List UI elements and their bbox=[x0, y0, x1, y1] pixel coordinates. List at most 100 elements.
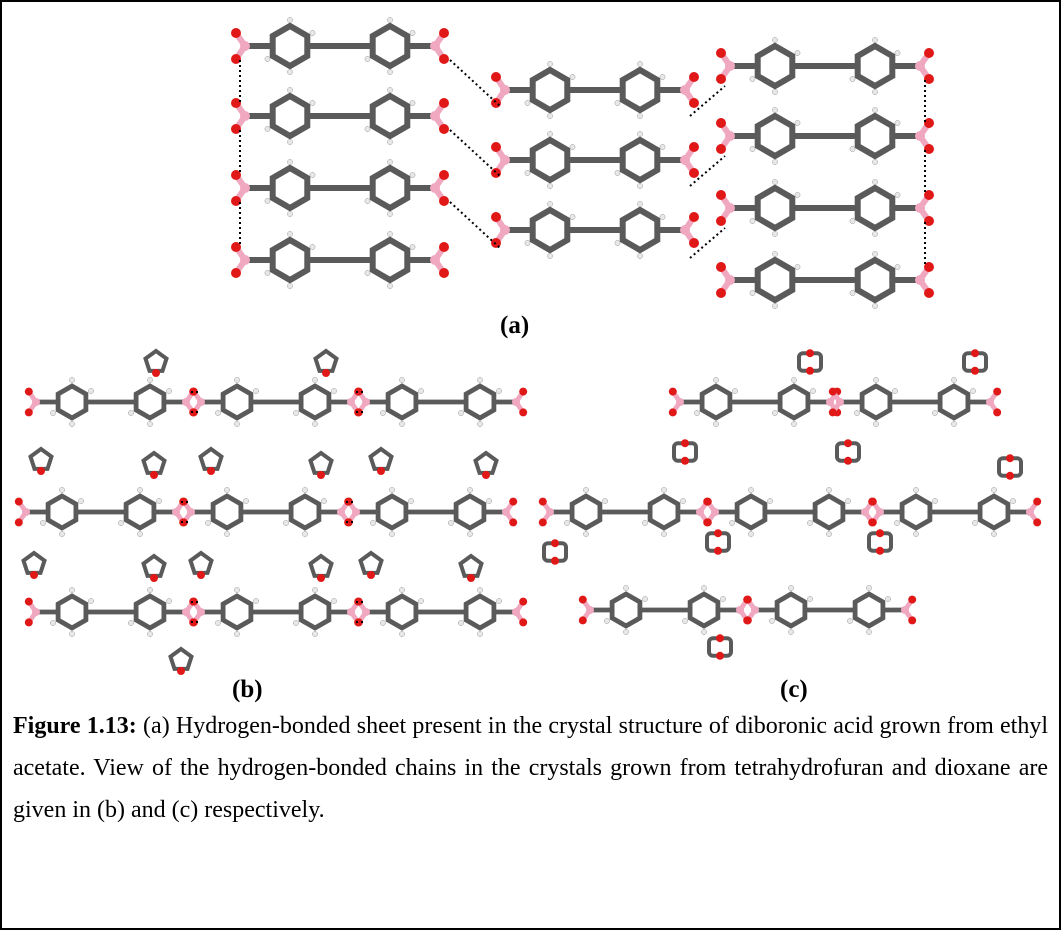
oxygen-atom bbox=[689, 72, 699, 82]
hydrogen-atom bbox=[118, 520, 124, 526]
oxygen-atom bbox=[467, 574, 475, 582]
benzene-ring bbox=[852, 591, 886, 629]
oxygen-atom bbox=[439, 196, 449, 206]
benzene-ring bbox=[619, 66, 661, 114]
benzene-ring bbox=[123, 493, 157, 531]
hydrogen-atom bbox=[50, 620, 56, 626]
benzene-ring bbox=[375, 493, 409, 531]
hydrogen-atom bbox=[826, 487, 832, 493]
hydrogen-atom bbox=[885, 596, 891, 602]
benzene-ring bbox=[754, 42, 796, 90]
benzene-ring bbox=[369, 164, 411, 212]
hydrogen-atom bbox=[732, 388, 738, 394]
oxygen-atom bbox=[924, 288, 934, 298]
hydrogen-atom bbox=[772, 179, 778, 185]
oxygen-atom bbox=[14, 497, 23, 506]
benzene-ring bbox=[220, 593, 254, 631]
oxygen-atom bbox=[868, 518, 877, 527]
figure-caption: Figure 1.13: (a) Hydrogen-bonded sheet p… bbox=[13, 705, 1048, 831]
hydrogen-atom bbox=[88, 598, 94, 604]
oxygen-atom bbox=[231, 268, 241, 278]
hydrogen-atom bbox=[59, 487, 65, 493]
oxygen-atom bbox=[509, 518, 518, 527]
hydrogen-atom bbox=[661, 487, 667, 493]
hydrogen-atom bbox=[128, 410, 134, 416]
hydrogen-atom bbox=[287, 211, 293, 217]
hydrogen-atom bbox=[409, 244, 416, 250]
oxygen-atom bbox=[1033, 497, 1042, 506]
benzene-ring bbox=[529, 206, 571, 254]
boron-atom bbox=[172, 508, 180, 516]
benzene-ring bbox=[859, 383, 893, 421]
hydrogen-atom bbox=[40, 520, 46, 526]
hydrogen-atom bbox=[458, 410, 464, 416]
hydrogen-atom bbox=[234, 377, 240, 383]
hydrogen-atom bbox=[309, 100, 316, 106]
hydrogen-atom bbox=[991, 487, 997, 493]
benzene-ring bbox=[133, 593, 167, 631]
hydrogen-atom bbox=[866, 629, 872, 635]
oxygen-atom bbox=[354, 618, 363, 627]
hydrogen-atom bbox=[748, 531, 754, 537]
thf-ring bbox=[368, 446, 394, 471]
benzene-ring bbox=[288, 493, 322, 531]
hydrogen-atom bbox=[156, 498, 162, 504]
oxygen-atom bbox=[491, 212, 501, 222]
hydrogen-atom bbox=[309, 30, 316, 36]
hydrogen-atom bbox=[293, 410, 299, 416]
oxygen-atom bbox=[231, 124, 241, 134]
hydrogen-atom bbox=[772, 410, 778, 416]
hydrogen-atom bbox=[524, 170, 531, 176]
hydrogen-atom bbox=[399, 587, 405, 593]
hydrogen-atom bbox=[772, 37, 778, 43]
boron-atom bbox=[32, 608, 40, 616]
boron-atom bbox=[347, 398, 355, 406]
hydrogen-atom bbox=[387, 87, 393, 93]
hydrogen-atom bbox=[564, 520, 570, 526]
hydrogen-atom bbox=[524, 240, 531, 246]
boron-atom bbox=[826, 398, 834, 406]
hydrogen-atom bbox=[623, 585, 629, 591]
oxygen-atom bbox=[743, 616, 752, 625]
boron-atom bbox=[512, 608, 520, 616]
hydrogen-atom bbox=[873, 377, 879, 383]
hydrogen-atom bbox=[637, 183, 643, 189]
benzene-ring bbox=[369, 236, 411, 284]
hydrogen-atom bbox=[659, 74, 666, 80]
hydrogen-atom bbox=[713, 421, 719, 427]
hydrogen-atom bbox=[128, 620, 134, 626]
benzene-ring bbox=[754, 112, 796, 160]
boron-atom bbox=[1026, 508, 1034, 516]
oxygen-atom bbox=[689, 238, 699, 248]
hydrogen-atom bbox=[387, 159, 393, 165]
oxygen-atom bbox=[844, 456, 852, 465]
oxygen-atom bbox=[491, 98, 501, 108]
oxygen-atom bbox=[924, 118, 934, 128]
oxygen-atom bbox=[24, 387, 33, 396]
oxygen-atom bbox=[189, 408, 198, 417]
thf-ring bbox=[308, 450, 334, 475]
hydrogen-atom bbox=[749, 76, 756, 82]
boron-atom bbox=[347, 608, 355, 616]
hydrogen-atom bbox=[791, 377, 797, 383]
oxygen-atom bbox=[993, 408, 1002, 417]
hydrogen-atom bbox=[370, 520, 376, 526]
hydrogen-atom bbox=[50, 410, 56, 416]
hydrogen-atom bbox=[380, 410, 386, 416]
boron-atom bbox=[182, 398, 190, 406]
hydrogen-atom bbox=[287, 139, 293, 145]
oxygen-atom bbox=[716, 262, 726, 272]
hydrogen-atom bbox=[547, 183, 553, 189]
benzene-ring bbox=[269, 164, 311, 212]
oxygen-atom bbox=[681, 439, 689, 448]
hydrogen-atom bbox=[387, 139, 393, 145]
hydrogen-atom bbox=[701, 585, 707, 591]
hydrogen-atom bbox=[283, 520, 289, 526]
hydrogen-atom bbox=[788, 629, 794, 635]
hydrogen-atom bbox=[794, 120, 801, 126]
oxygen-atom bbox=[354, 408, 363, 417]
benzene-ring bbox=[619, 206, 661, 254]
oxygen-atom bbox=[868, 497, 877, 506]
hydrogen-atom bbox=[972, 520, 978, 526]
hydrogen-atom bbox=[243, 498, 249, 504]
